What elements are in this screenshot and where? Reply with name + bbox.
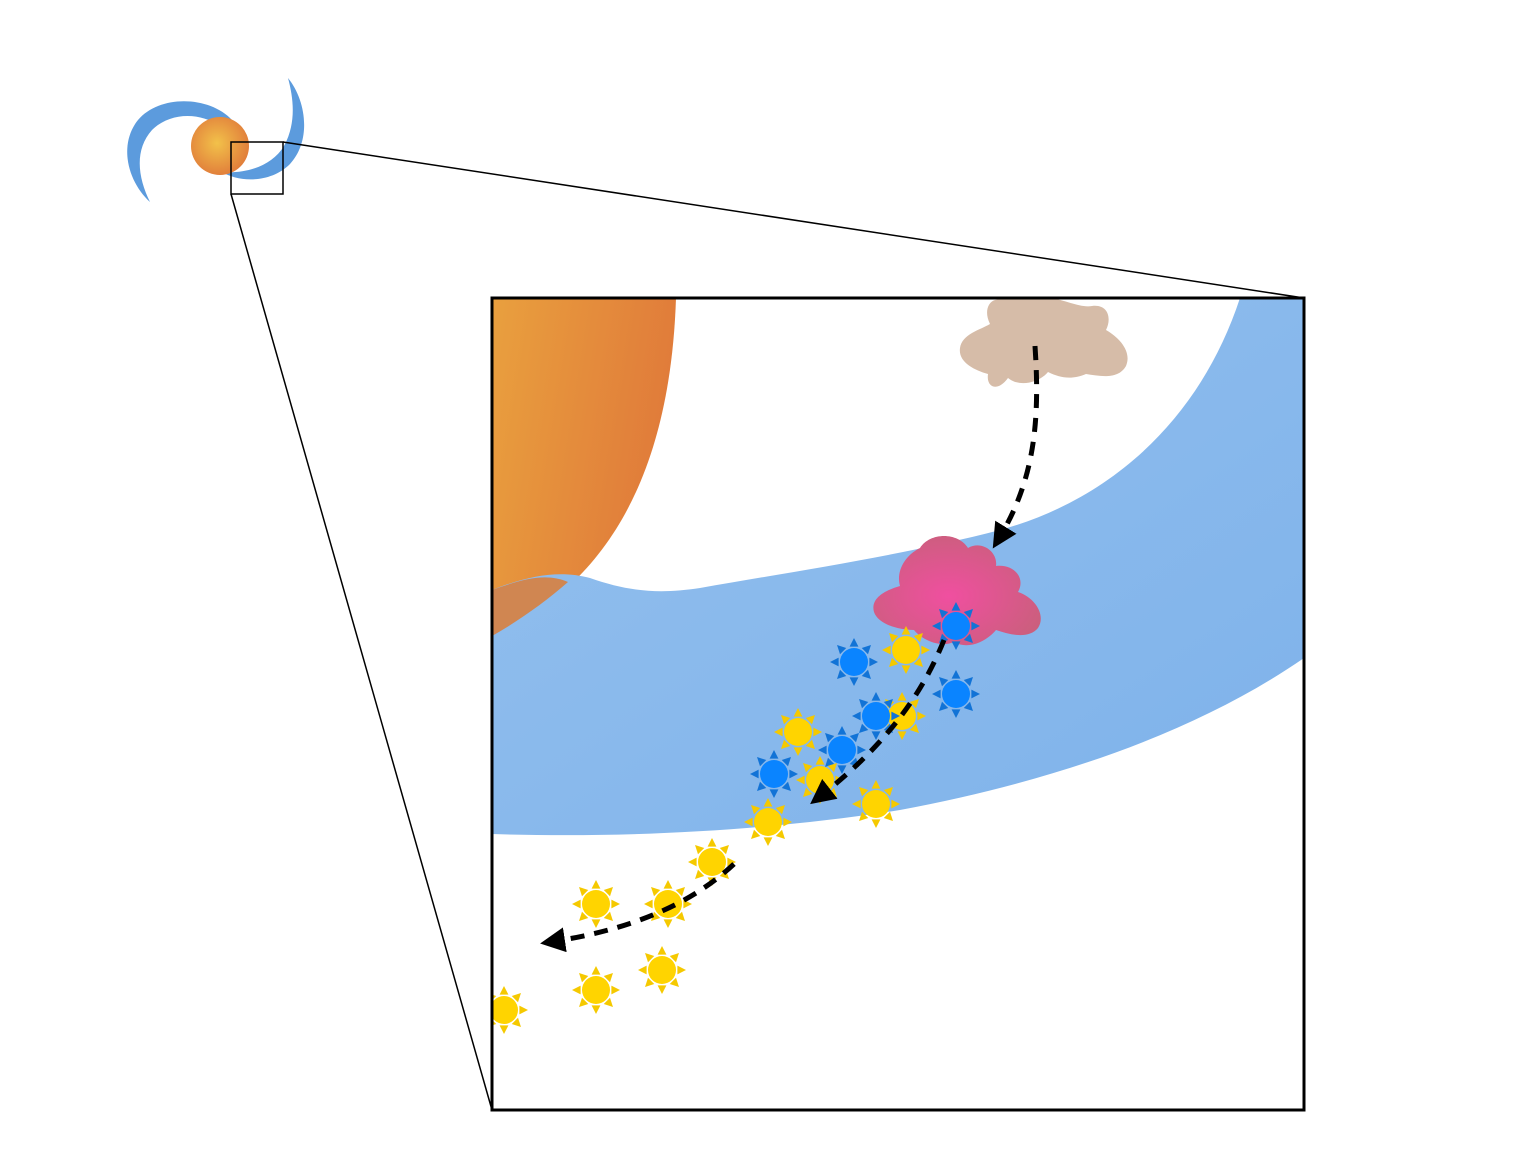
- molecular-cloud-icon: [959, 298, 1128, 387]
- yellow-star-icon: [638, 946, 686, 994]
- yellow-star-icon: [744, 798, 792, 846]
- yellow-star-icon: [774, 708, 822, 756]
- galaxy-arm-left: [127, 101, 232, 202]
- blue-star-icon: [932, 670, 980, 718]
- yellow-star-icon: [572, 880, 620, 928]
- zoom-inset-content: [492, 298, 1304, 1110]
- galactic-core: [191, 117, 249, 175]
- yellow-star-icon: [852, 780, 900, 828]
- spiral-arm-band: [492, 298, 1304, 836]
- zoom-line-top: [282, 141, 1305, 299]
- yellow-star-icon: [688, 838, 736, 886]
- yellow-star-icon: [644, 880, 692, 928]
- yellow-star-icon: [572, 966, 620, 1014]
- core-region: [492, 298, 676, 636]
- yellow-star-icon: [882, 626, 930, 674]
- blue-star-icon: [932, 602, 980, 650]
- blue-star-icon: [750, 750, 798, 798]
- zoom-indicator-box: [230, 141, 284, 195]
- star-cluster: [492, 602, 980, 1034]
- zoom-inset-frame: [490, 296, 1306, 1112]
- spiral-galaxy-icon: [127, 78, 305, 202]
- zoom-line-bottom: [230, 193, 493, 1111]
- blue-star-icon: [852, 692, 900, 740]
- dashed-arrow-drift: [810, 639, 947, 805]
- yellow-star-icon: [492, 986, 528, 1034]
- dashed-arrow-outflow: [540, 862, 736, 953]
- dashed-arrow-infall: [992, 345, 1040, 549]
- blue-star-icon: [830, 638, 878, 686]
- star-forming-cloud-icon: [873, 536, 1041, 646]
- blue-star-icon: [818, 726, 866, 774]
